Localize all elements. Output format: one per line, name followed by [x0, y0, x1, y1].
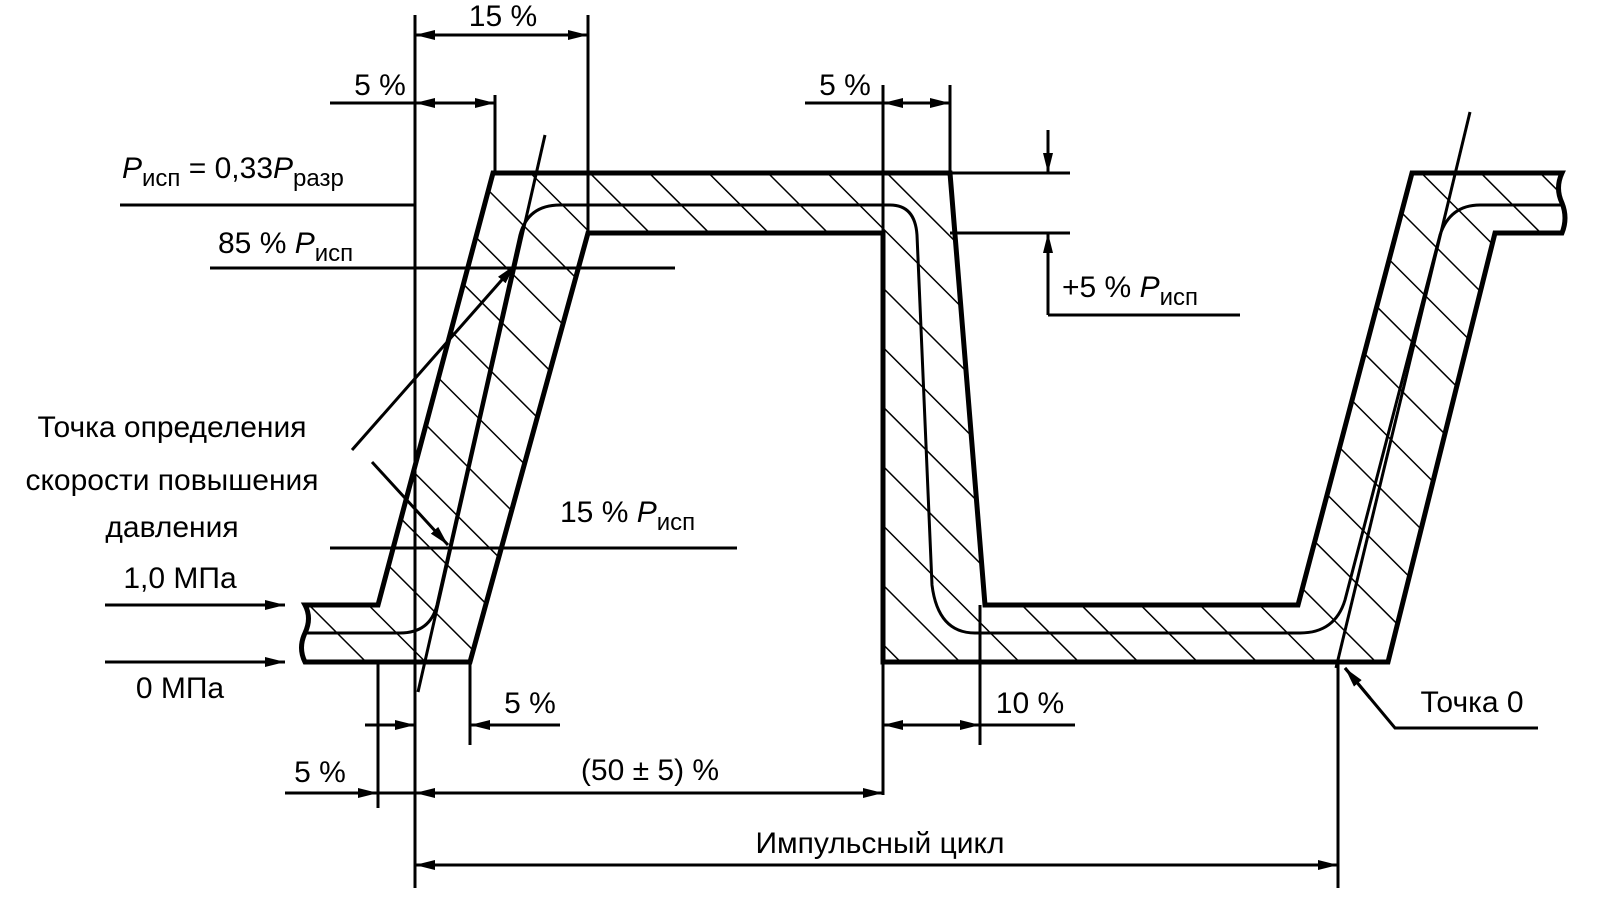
dim-label-5-lower: 5 %: [294, 756, 346, 789]
dimension-arrows: [105, 30, 1538, 870]
label-pulse-cycle: Импульсный цикл: [755, 827, 1004, 860]
dim-label-50: (50 ± 5) %: [581, 754, 719, 787]
dim-label-5-bottom: 5 %: [504, 687, 556, 720]
label-point-zero: Точка 0: [1420, 686, 1523, 719]
reference-lines: [120, 15, 1472, 888]
rate-point-label-line1: Точка определения: [37, 411, 306, 444]
label-1-mpa: 1,0 МПа: [123, 562, 237, 595]
rate-point-label-line3: давления: [105, 511, 238, 544]
dim-label-10: 10 %: [996, 687, 1064, 720]
label-plus-5-percent: +5 % Pисп: [1062, 271, 1198, 311]
label-p-test-formula: Pисп = 0,33Pразр: [122, 152, 344, 192]
rate-point-label-line2: скорости повышения: [25, 464, 318, 497]
label-0-mpa: 0 МПа: [136, 672, 225, 705]
dim-label-15: 15 %: [469, 0, 537, 33]
label-15-percent: 15 % Pисп: [560, 496, 695, 536]
label-85-percent: 85 % Pисп: [218, 227, 353, 267]
dim-label-5-top-right: 5 %: [819, 69, 871, 102]
dim-label-5-top-left: 5 %: [354, 69, 406, 102]
